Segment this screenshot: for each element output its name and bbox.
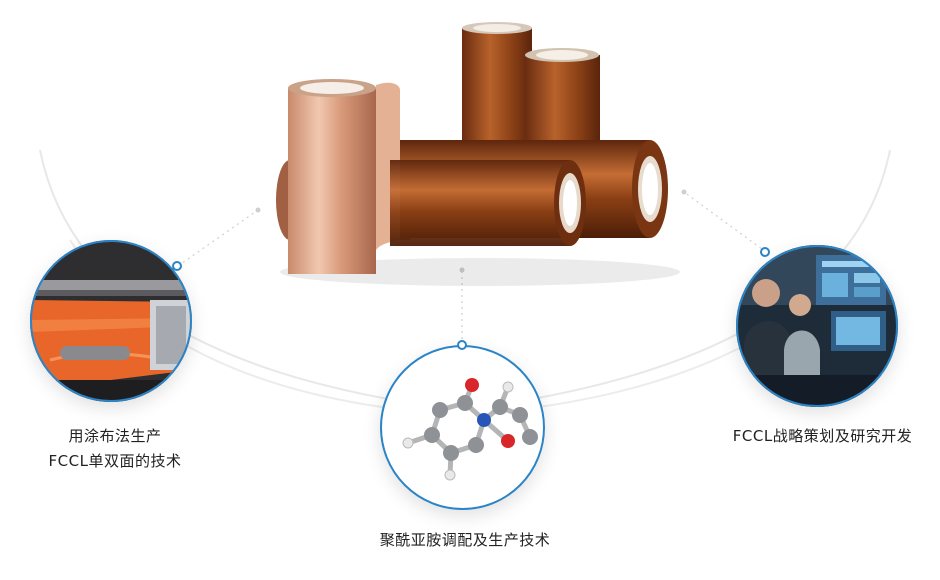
caption-research-line-1: FCCL战略策划及研究开发 [732,427,913,445]
connector-dot-coating [172,261,182,271]
connector-dot-research [760,247,770,257]
caption-research: FCCL战略策划及研究开发 [715,424,930,449]
caption-coating-line-1: 用涂布法生产 [68,427,162,445]
feature-ring-coating [30,240,192,402]
film-rolls-image [276,22,680,286]
feature-ring-research [736,245,898,407]
feature-ring-molecule [380,345,545,510]
connector-dot-molecule [457,340,467,350]
caption-molecule: 聚酰亚胺调配及生产技术 [360,528,570,553]
caption-molecule-line-1: 聚酰亚胺调配及生产技术 [379,531,551,549]
caption-coating: 用涂布法生产 FCCL单双面的技术 [20,424,210,474]
caption-coating-line-2: FCCL单双面的技术 [48,452,182,470]
